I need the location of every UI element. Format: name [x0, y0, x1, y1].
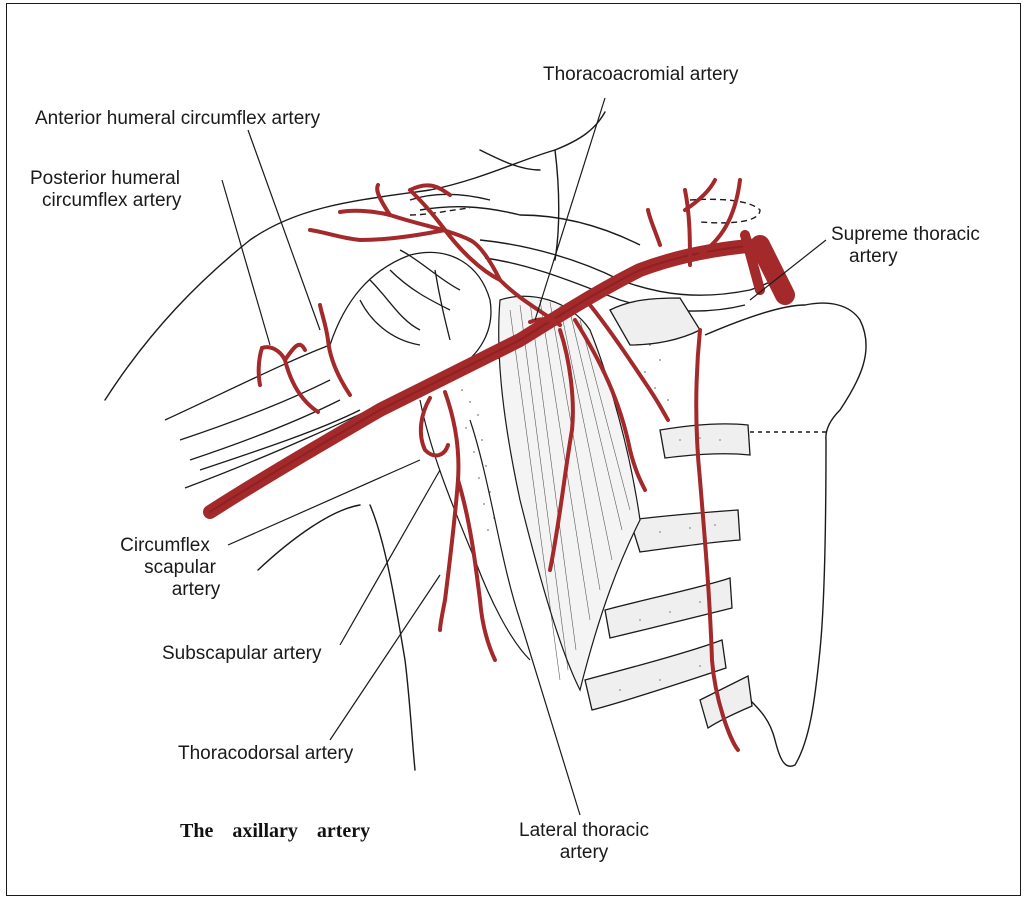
label-anterior-humeral-circumflex-artery: Anterior humeral circumflex artery	[35, 108, 320, 130]
label-circumflex-scapular-artery: Circumflex scapular artery	[100, 535, 230, 601]
label-thoracodorsal-artery: Thoracodorsal artery	[178, 743, 353, 765]
label-lateral-thoracic-artery: Lateral thoracic artery	[494, 820, 674, 864]
label-supreme-thoracic-artery: Supreme thoracic artery	[831, 224, 980, 268]
label-posterior-humeral-circumflex-artery: Posterior humeral circumflex artery	[30, 168, 181, 212]
label-subscapular-artery: Subscapular artery	[162, 643, 321, 665]
figure-caption: The axillary artery	[180, 820, 370, 843]
label-thoracoacromial-artery: Thoracoacromial artery	[543, 64, 738, 86]
